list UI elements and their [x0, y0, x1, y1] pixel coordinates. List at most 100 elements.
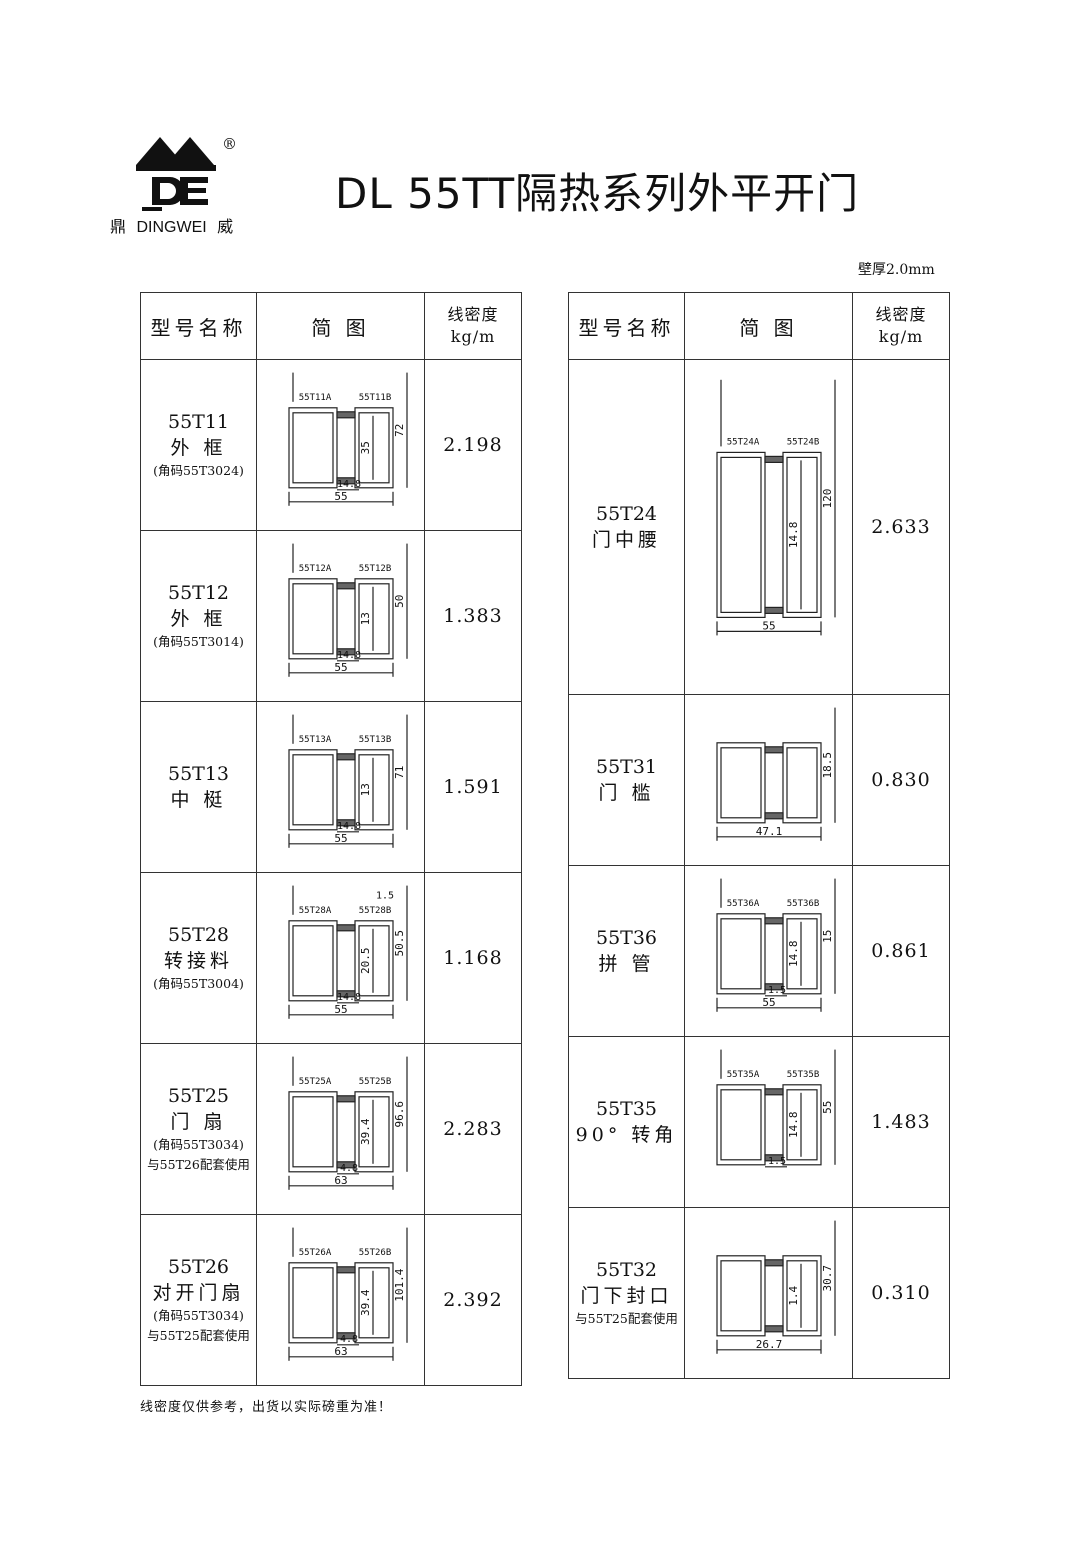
part-label: 55T11A — [298, 393, 331, 403]
footnote: 线密度仅供参考，出货以实际磅重为准！ — [140, 1400, 393, 1415]
model-code: 55T35 — [595, 1098, 658, 1120]
height-dimension: 50.5 — [393, 930, 406, 957]
density-value: 2.198 — [424, 359, 522, 531]
part-label: 55T12B — [358, 564, 391, 574]
model-code: 55T28 — [167, 924, 230, 946]
inner-dimension: 1.5 — [767, 985, 785, 996]
model-note: (角码55T3034) — [153, 1308, 244, 1323]
inner-dimension: 39.4 — [359, 1289, 372, 1316]
part-label: 55T28A — [298, 906, 331, 916]
width-dimension: 47.1 — [755, 825, 782, 838]
inner-dimension: 35 — [359, 441, 372, 454]
model-name: 门 槛 — [598, 782, 655, 804]
dingwei-logo — [136, 135, 248, 235]
density-value: 2.633 — [852, 359, 950, 695]
inner-dimension: 1.4 — [787, 1285, 800, 1305]
model-name: 拼 管 — [598, 953, 655, 975]
inner-dimension: 20.5 — [359, 948, 372, 975]
part-label: 55T13B — [358, 735, 391, 745]
width-dimension: 63 — [334, 1174, 347, 1187]
width-dimension: 55 — [762, 619, 775, 632]
height-dimension: 15 — [821, 930, 834, 943]
inner-dimension: 14.8 — [787, 522, 800, 549]
height-dimension: 50 — [393, 595, 406, 608]
density-unit: kg/m — [878, 327, 924, 346]
height-dimension: 72 — [393, 424, 406, 437]
model-code: 55T24 — [595, 503, 658, 525]
height-dimension: 30.7 — [821, 1265, 834, 1292]
density-value: 0.861 — [852, 865, 950, 1037]
height-dimension: 55 — [821, 1101, 834, 1114]
density-label: 线密度 — [875, 305, 927, 324]
page-title: DL 55TT隔热系列外平开门 — [335, 169, 860, 218]
header-diagram: 简 图 — [256, 292, 425, 360]
brand-name: 鼎 DINGWEI 威 — [110, 213, 233, 237]
model-code: 55T25 — [167, 1085, 230, 1107]
model-name: 门 扇 — [170, 1111, 227, 1133]
inner-dimension: 14.8 — [336, 992, 360, 1003]
model-note: 与55T26配套使用 — [147, 1157, 250, 1172]
model-note: 与55T25配套使用 — [147, 1328, 250, 1343]
height-dimension: 18.5 — [821, 752, 834, 779]
header-model: 型号名称 — [568, 292, 685, 360]
density-value: 1.591 — [424, 701, 522, 873]
inner-dimension: 14.8 — [336, 650, 360, 661]
profile-drawing: 47.1 18.5 — [715, 707, 836, 841]
model-note: (角码55T3024) — [153, 463, 244, 478]
model-cell: 55T11 外 框 (角码55T3024) — [140, 359, 257, 531]
model-note: (角码55T3014) — [153, 634, 244, 649]
model-note: 与55T25配套使用 — [575, 1311, 678, 1326]
width-dimension: 63 — [334, 1345, 347, 1358]
inner-dimension: 14.8 — [336, 479, 360, 490]
model-code: 55T36 — [595, 927, 658, 949]
inner-dimension: 13 — [359, 783, 372, 796]
model-note: (角码55T3034) — [153, 1137, 244, 1152]
inner-dimension: 39.4 — [359, 1118, 372, 1145]
model-code: 55T11 — [167, 411, 230, 433]
model-cell: 55T31 门 槛 — [568, 694, 685, 866]
model-code: 55T26 — [167, 1256, 230, 1278]
density-value: 0.830 — [852, 694, 950, 866]
height-dimension: 96.6 — [393, 1101, 406, 1128]
part-label: 55T24A — [726, 437, 759, 447]
density-value: 2.392 — [424, 1214, 522, 1386]
height-dimension: 120 — [821, 489, 834, 509]
model-name: 门下封口 — [580, 1285, 673, 1307]
width-dimension: 55 — [334, 490, 347, 503]
width-dimension: 55 — [334, 661, 347, 674]
model-name: 外 框 — [170, 608, 227, 630]
density-value: 1.483 — [852, 1036, 950, 1208]
model-code: 55T31 — [595, 756, 658, 778]
model-code: 55T13 — [167, 763, 230, 785]
model-name: 外 框 — [170, 437, 227, 459]
registered-mark: ® — [222, 135, 237, 153]
